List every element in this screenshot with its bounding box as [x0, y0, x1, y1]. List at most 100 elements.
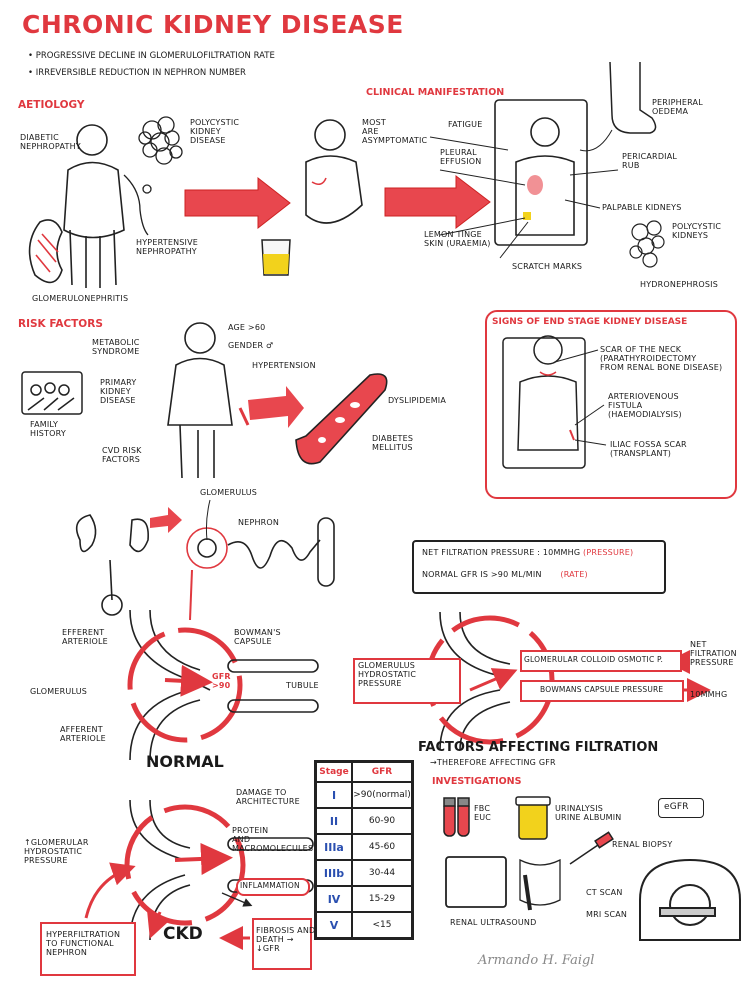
- gfr-cell: 30-44: [351, 859, 414, 887]
- stage-cell: II: [314, 807, 353, 835]
- glomerulonephritis-kidney-icon: [28, 219, 63, 284]
- stage-cell: IIIb: [314, 859, 353, 887]
- gfr-cell: <15: [351, 911, 414, 940]
- gfr-cell: 60-90: [351, 807, 414, 835]
- nfp-text: Net filtration pressure : 10mmHg (pressu…: [422, 548, 634, 557]
- mri-scan-label: MRI scan: [586, 910, 628, 919]
- hydronephrosis-label: Hydronephrosis: [640, 280, 718, 289]
- progression-arrow-2: [384, 174, 491, 230]
- scratch-marks-label: Scratch marks: [512, 262, 583, 271]
- damage-label: Damage to architecture: [236, 788, 300, 806]
- stage-cell: V: [314, 911, 353, 940]
- tubule-label: Tubule: [286, 681, 319, 690]
- urinalysis-label: Urinalysis Urine albumin: [555, 804, 622, 822]
- neck-scar-label: Scar of the neck (parathyroidectomy from…: [600, 345, 723, 372]
- bullet-1: • Progressive decline in glomerulofiltra…: [28, 51, 275, 61]
- gfr-value-label: GFR >90: [212, 672, 231, 690]
- oncotic-pressure-label: Glomerular colloid osmotic p.: [524, 655, 664, 664]
- inflammation-label: Inflammation: [240, 881, 300, 890]
- diabetic-person-icon: [63, 124, 125, 288]
- polycystic-kidney-label: Polycystic kidney disease: [190, 118, 240, 145]
- polycystic-kidneys-label: Polycystic kidneys: [672, 222, 722, 240]
- table-row: V<15: [314, 911, 414, 940]
- normal-filtration-arrow: [164, 664, 213, 697]
- hyperfiltration-box: [40, 922, 136, 976]
- risk-factors-heading: Risk factors: [18, 318, 103, 330]
- mri-scanner-icon: [639, 858, 741, 941]
- primary-kidney-disease-label: Primary kidney disease: [100, 378, 137, 405]
- gfr-text: Normal GFR is >90 mL/min (rate): [422, 570, 588, 579]
- normal-glomerulus-label: Glomerulus: [30, 687, 88, 696]
- bedbound-patient-icon: [494, 99, 588, 246]
- gfr-cell: 45-60: [351, 833, 414, 861]
- diabetes-mellitus-label: Diabetes mellitus: [372, 434, 414, 452]
- av-fistula-label: Arteriovenous fistula (haemodialysis): [608, 392, 682, 419]
- pleural-effusion-label: Pleural effusion: [440, 148, 482, 166]
- author-signature: Armando H. Faigl: [478, 953, 595, 968]
- capsule-pressure-box: [520, 680, 684, 702]
- end-stage-heading: Signs of end stage kidney disease: [492, 317, 688, 327]
- bowmans-capsule-label: Bowman's capsule: [234, 628, 281, 646]
- normal-glomerulus-diagram: [127, 609, 319, 761]
- progression-arrow-1: [184, 176, 291, 230]
- pericardial-rub-label: Pericardial rub: [622, 152, 678, 170]
- gfr-cell: >90(normal): [351, 781, 414, 809]
- afferent-label: Afferent arteriole: [60, 725, 106, 743]
- urine-cup-icon: [261, 239, 291, 276]
- investigations-heading: Investigations: [432, 776, 522, 787]
- fatigue-label: Fatigue: [448, 120, 483, 129]
- renal-ultrasound-label: Renal ultrasound: [450, 918, 537, 927]
- urine-container-icon: [515, 796, 551, 840]
- hypertension-label: Hypertension: [252, 361, 316, 370]
- factors-heading: Factors affecting filtration: [418, 740, 659, 755]
- palpable-kidneys-label: Palpable kidneys: [602, 203, 682, 212]
- lemon-tinge-label: Lemon tinge skin (uraemia): [424, 230, 491, 248]
- hydrostatic-pressure-box: [353, 658, 461, 704]
- egfr-label: eGFR: [664, 802, 689, 812]
- end-stage-panel: [485, 310, 737, 499]
- polycystic-kidneys-icon: [629, 220, 665, 268]
- capsule-pressure-label: Bowmans capsule pressure: [540, 685, 664, 694]
- page-title: Chronic Kidney Disease: [22, 10, 404, 39]
- cvd-risk-label: CVD risk factors: [102, 446, 142, 464]
- age-label: Age >60: [228, 323, 266, 332]
- renal-biopsy-label: Renal biopsy: [612, 840, 673, 849]
- zoom-arrow: [150, 507, 182, 533]
- dyslipidemia-label: Dyslipidemia: [388, 396, 447, 405]
- gender-label: Gender ♂: [228, 341, 274, 350]
- nephron-label: Nephron: [238, 518, 280, 527]
- blood-tubes-icon: [443, 797, 470, 837]
- factors-subheading: →therefore affecting GFR: [430, 758, 556, 767]
- end-stage-patient-icon: [502, 335, 586, 469]
- bullet-2: • Irreversible reduction in nephron numb…: [28, 68, 246, 78]
- fbc-label: FBC EUC: [474, 804, 492, 822]
- stage-cell: IIIa: [314, 833, 353, 861]
- net-filtration-value: 10mmHg: [690, 690, 728, 699]
- clinical-heading: Clinical manifestation: [366, 87, 505, 98]
- family-photo-icon: [21, 371, 83, 415]
- polycystic-kidney-icon: [138, 116, 183, 165]
- metabolic-syndrome-label: Metabolic syndrome: [92, 338, 140, 356]
- inflammation-box: [236, 878, 310, 896]
- diabetic-nephropathy-label: Diabetic nephropathy: [20, 133, 81, 151]
- nephron-diagram: [75, 514, 335, 616]
- ultrasound-monitor-icon: [445, 856, 561, 911]
- hydrostatic-increase-label: ↑Glomerular hydrostatic pressure: [24, 838, 89, 865]
- ckd-label: CKD: [163, 924, 203, 944]
- hydrostatic-pressure-label: Glomerulus hydrostatic pressure: [358, 661, 417, 688]
- asymptomatic-label: Most are asymptomatic: [362, 118, 428, 145]
- biopsy-needle-icon: [569, 831, 614, 865]
- table-row: I>90(normal): [314, 781, 414, 809]
- oedematous-foot-icon: [609, 61, 657, 134]
- glomerulus-label: Glomerulus: [200, 488, 258, 497]
- net-filtration-label: Net filtration pressure: [690, 640, 737, 667]
- iliac-scar-label: Iliac fossa scar (transplant): [610, 440, 687, 458]
- stethoscope-icon: [123, 174, 152, 236]
